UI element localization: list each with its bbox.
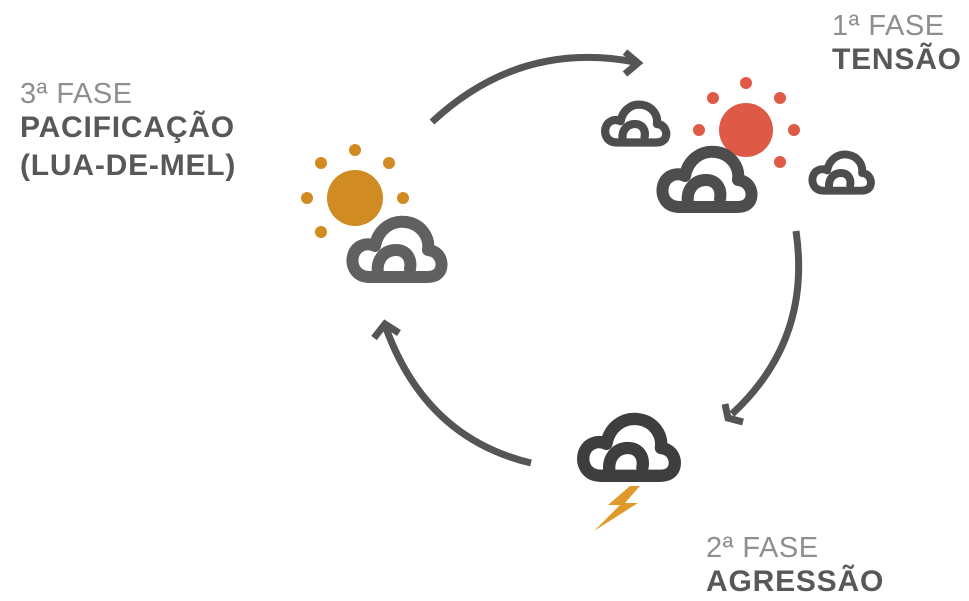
cycle-arrows <box>371 49 803 467</box>
phase-2-label: 2ª FASE AGRESSÃO <box>706 534 884 601</box>
aggression-cloud-icon <box>583 419 675 476</box>
tension-cloud-big-icon <box>663 152 752 207</box>
tension-cloud-right-icon <box>812 154 870 190</box>
sun-with-cloud-icon <box>301 144 442 277</box>
lightning-bolt-icon <box>594 486 640 531</box>
tension-cloud-left-icon <box>605 105 666 143</box>
storm-cloud-lightning-icon <box>583 419 675 531</box>
phase-1-label: 1ª FASE TENSÃO <box>832 12 962 79</box>
arrow-aggression-to-pacification <box>382 326 532 467</box>
phase-3-number: 3ª FASE <box>20 78 133 110</box>
tension-sun-icon <box>719 103 773 157</box>
pacification-sun-icon <box>327 170 383 226</box>
pacification-sun-rays <box>301 144 409 238</box>
phase-1-name: TENSÃO <box>832 43 962 76</box>
phase-1-number: 1ª FASE <box>832 10 945 42</box>
phase-3-name-line-2: (LUA-DE-MEL) <box>20 149 237 182</box>
arrow-head-aggression <box>721 403 744 426</box>
arrow-head-pacification <box>371 319 401 341</box>
sun-behind-clouds-icon <box>605 77 871 207</box>
tension-sun-rays <box>693 77 800 168</box>
phase-3-label: 3ª FASE PACIFICAÇÃO (LUA-DE-MEL) <box>20 80 236 185</box>
arrow-tension-to-aggression <box>729 230 803 417</box>
arrow-head-tension <box>622 49 644 77</box>
pacification-cloud-icon <box>353 222 442 277</box>
arrow-pacification-to-tension <box>429 53 636 125</box>
phase-3-name-line-1: PACIFICAÇÃO <box>20 111 235 144</box>
phase-2-number: 2ª FASE <box>706 532 819 564</box>
phase-2-name: AGRESSÃO <box>706 565 885 598</box>
